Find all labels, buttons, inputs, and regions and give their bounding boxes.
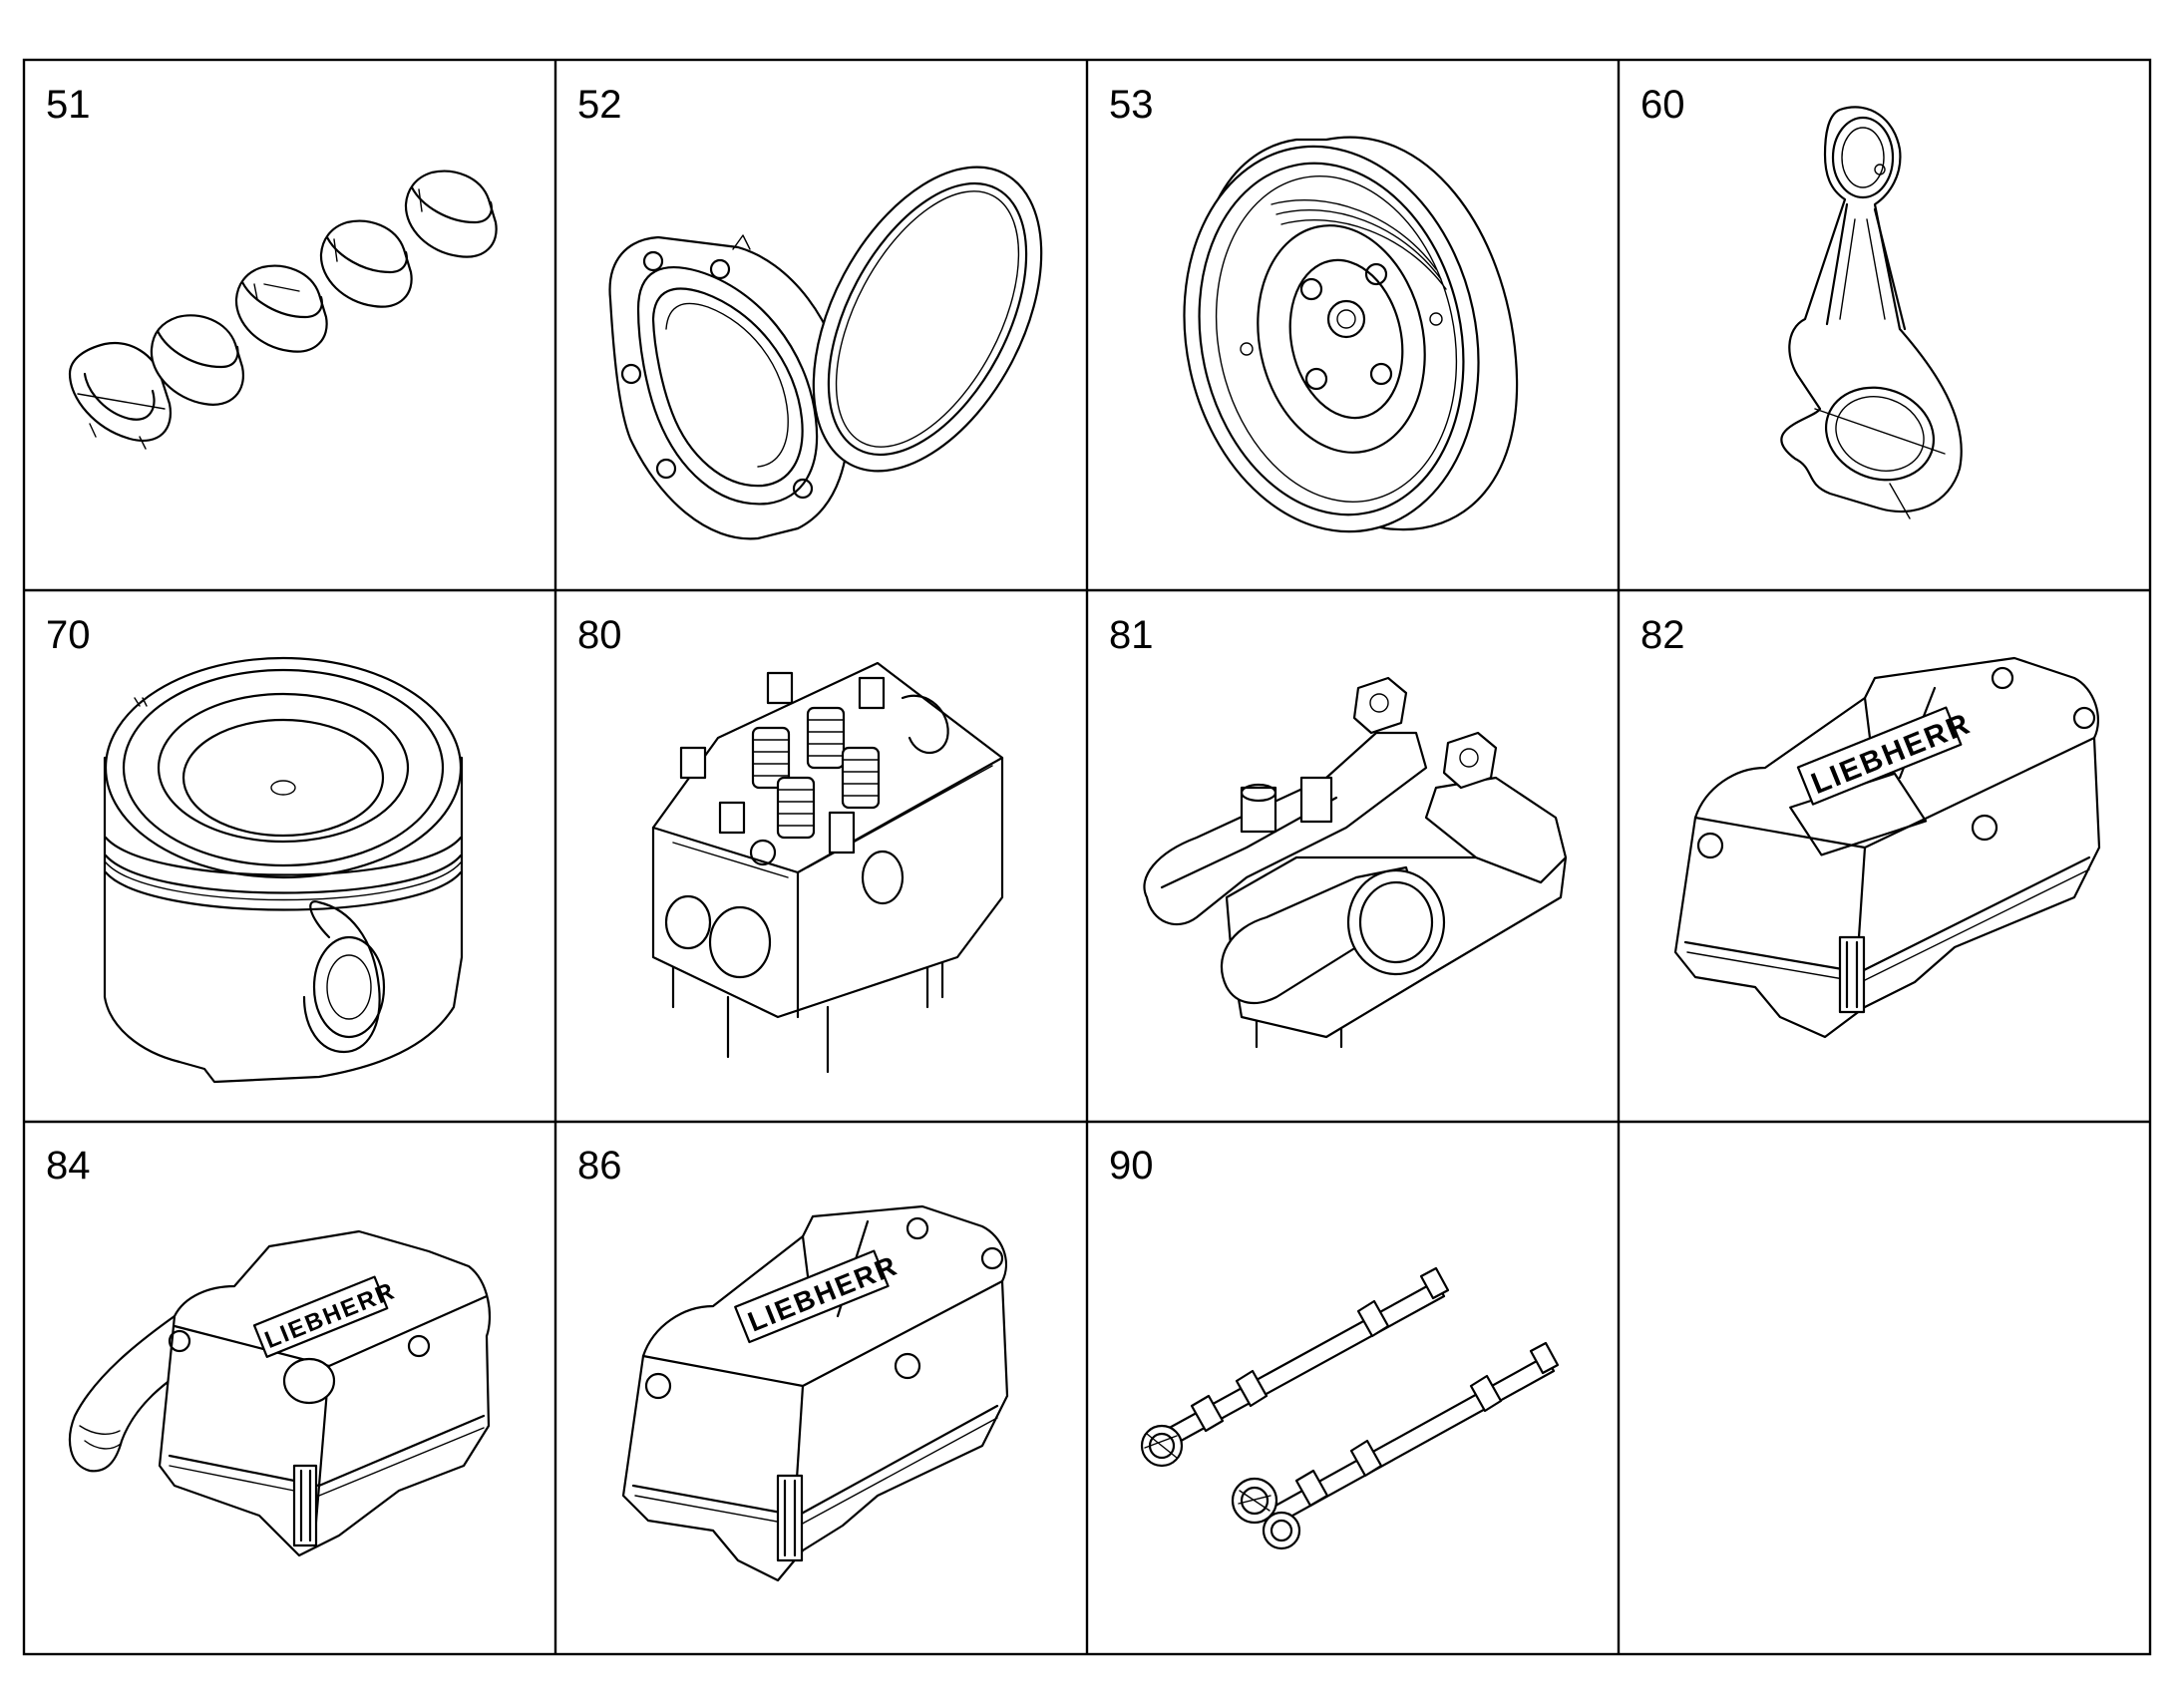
cell-80[interactable]: 80 (577, 613, 1004, 1074)
grid-lines (22, 58, 2152, 1656)
cell-label: 82 (1640, 613, 1685, 657)
cell-label: 84 (46, 1144, 91, 1188)
cell-label: 86 (577, 1144, 622, 1188)
cell-82[interactable]: 82 LIEBHERR (1640, 613, 2101, 1039)
cell-label: 53 (1109, 83, 1154, 127)
cell-label: 52 (577, 83, 622, 127)
camshafts-illustration (1140, 1266, 1560, 1550)
cell-84[interactable]: 84 LIEBHERR (46, 1144, 492, 1557)
cell-86[interactable]: 86 LIEBHERR (577, 1144, 1009, 1582)
cylinder-head-cover-illustration: LIEBHERR (1673, 656, 2101, 1039)
cell-53[interactable]: 53 (1109, 83, 1519, 559)
cell-90[interactable]: 90 (1109, 1144, 1560, 1550)
cell-label: 80 (577, 613, 622, 657)
connecting-rod-illustration (1780, 106, 1963, 519)
rocker-arm-illustration (1143, 676, 1568, 1049)
cell-label: 90 (1109, 1144, 1154, 1188)
cell-label: 60 (1640, 83, 1685, 127)
cell-52[interactable]: 52 (577, 83, 1088, 540)
cell-51[interactable]: 51 (46, 83, 498, 450)
bearing-shells-illustration (68, 170, 498, 450)
cell-60[interactable]: 60 (1640, 83, 1963, 519)
piston-illustration (103, 656, 464, 1084)
cylinder-head-illustration (651, 661, 1004, 1074)
cylinder-head-cover-illustration: LIEBHERR (621, 1204, 1009, 1582)
cell-label: 70 (46, 613, 91, 657)
cylinder-head-cover-breather-illustration: LIEBHERR (68, 1229, 492, 1557)
cell-label: 81 (1109, 613, 1154, 657)
seal-carrier-illustration (608, 166, 1043, 540)
cell-label: 51 (46, 83, 91, 127)
vibration-damper-illustration (1183, 136, 1519, 533)
cell-81[interactable]: 81 (1109, 613, 1568, 1049)
cell-70[interactable]: 70 (46, 613, 464, 1084)
